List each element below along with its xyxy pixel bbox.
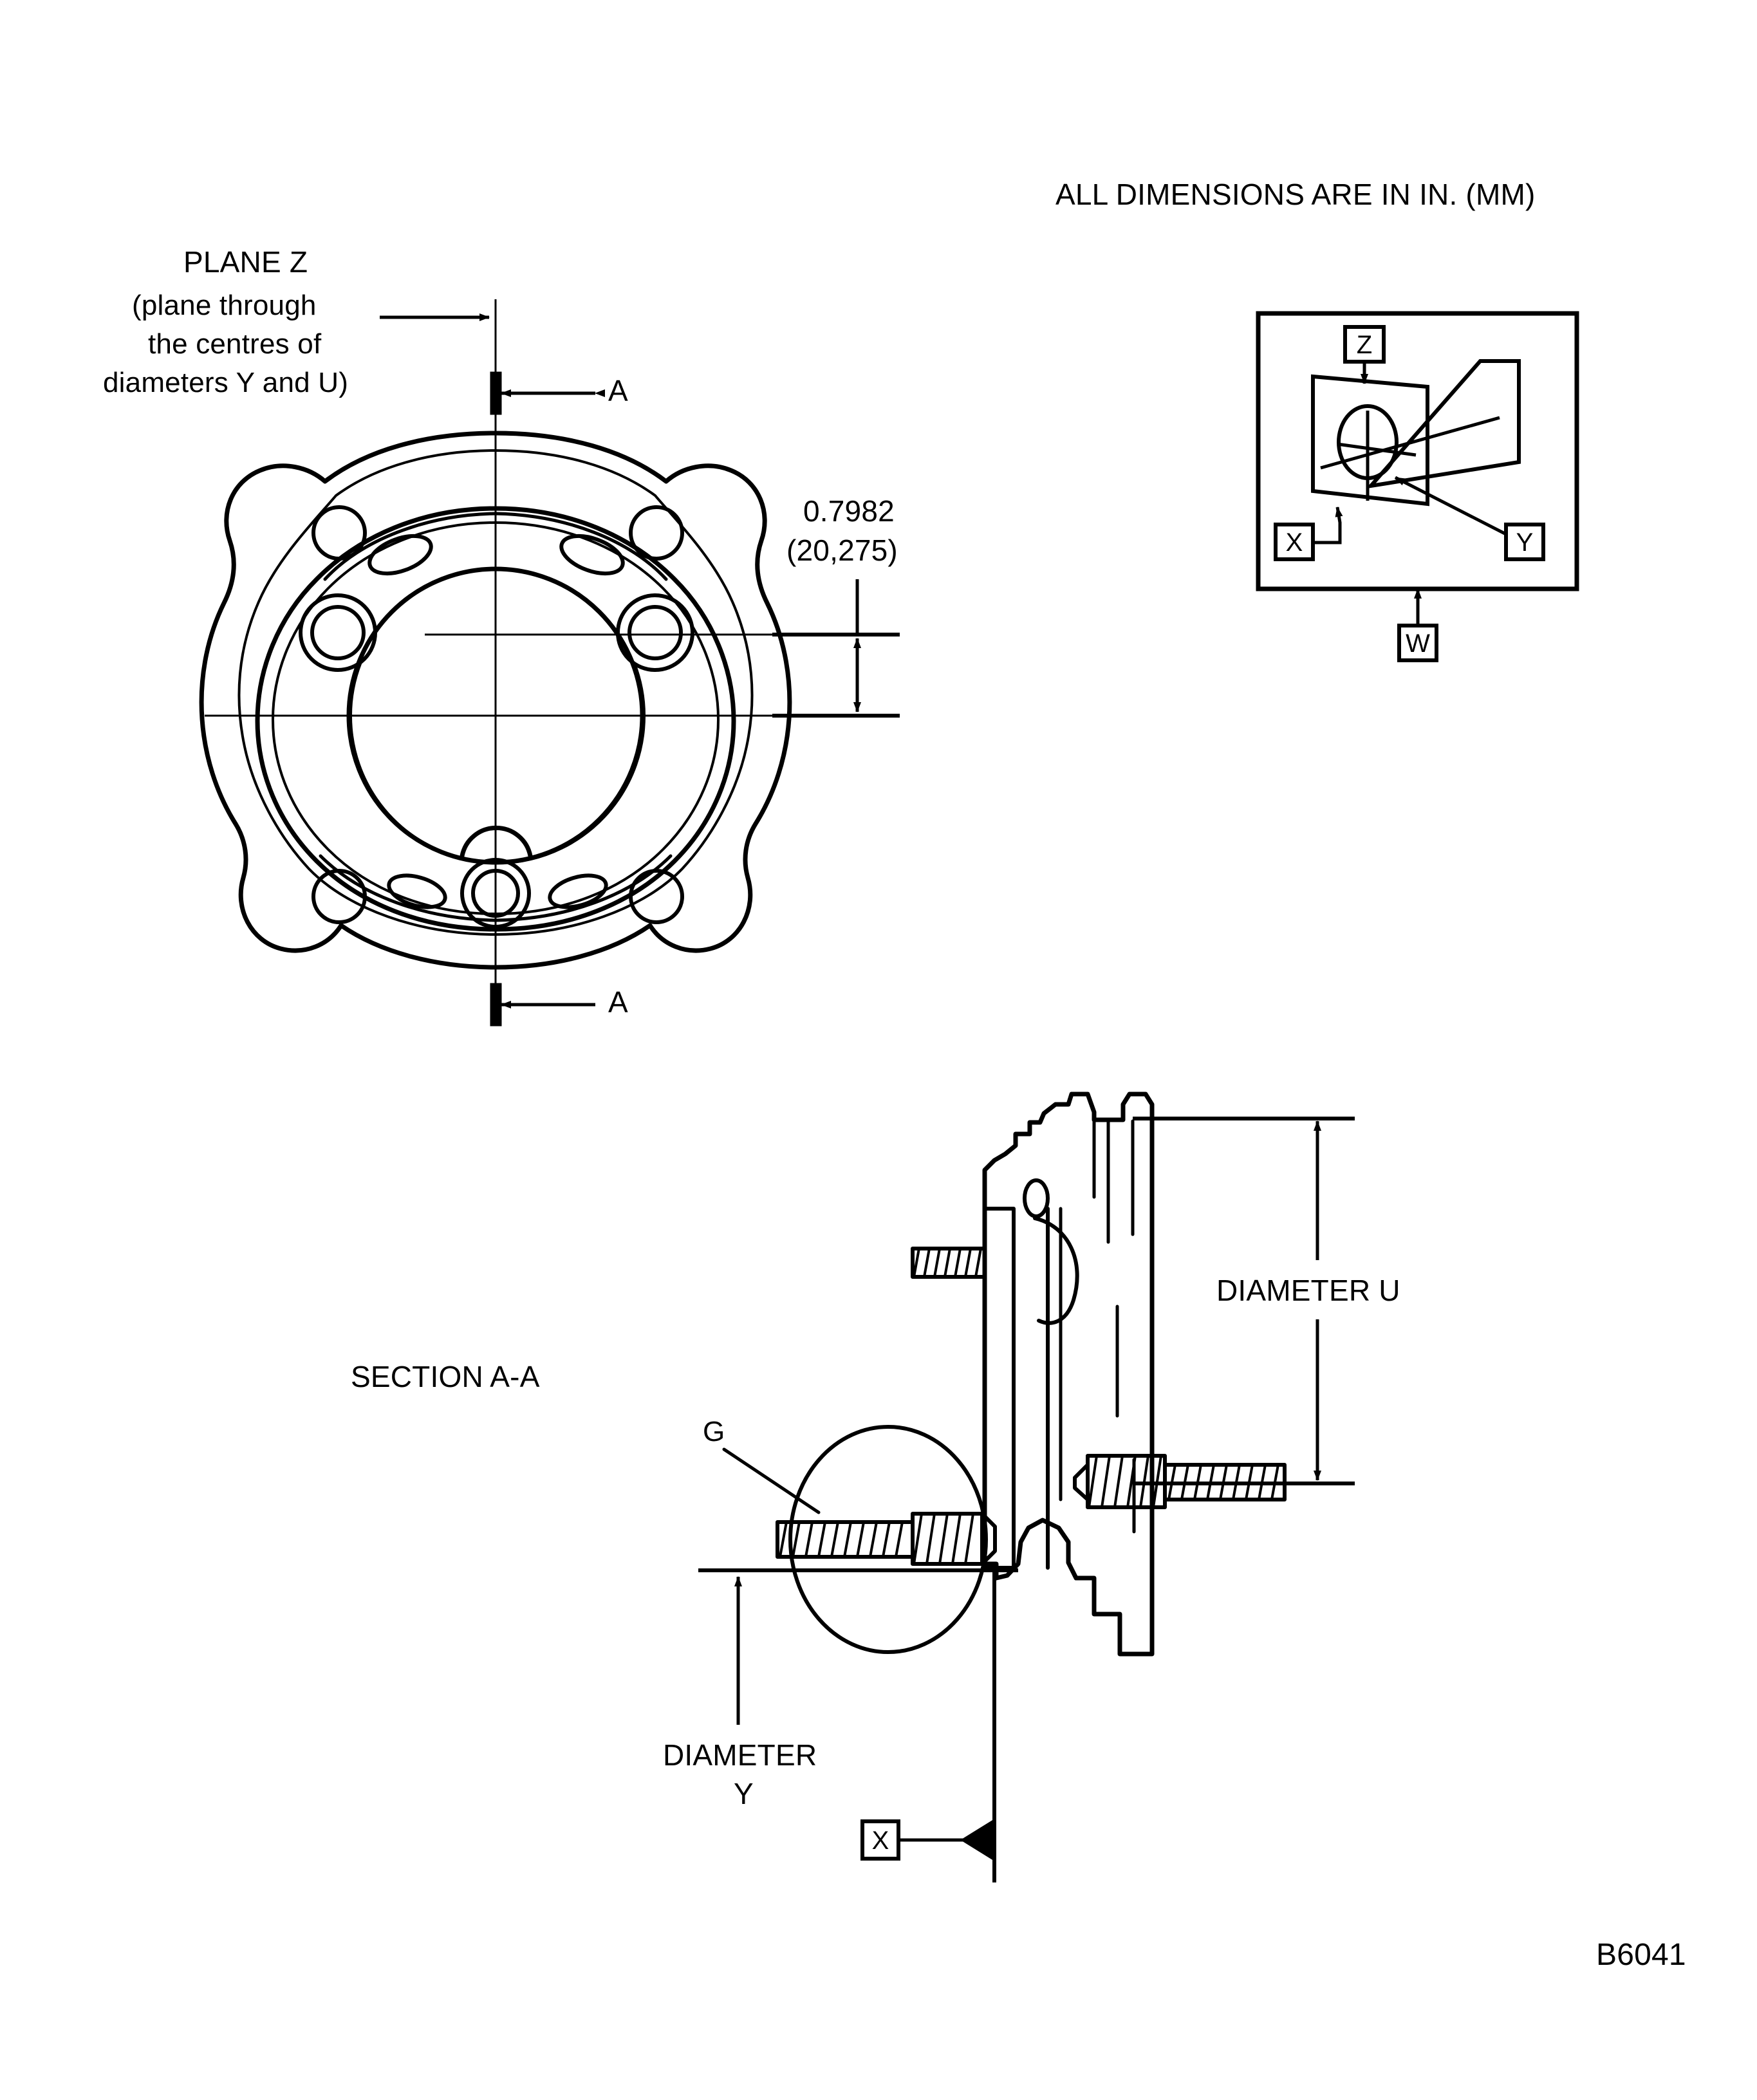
section-datum-x: X [860, 1564, 996, 1882]
corner-bolt-hole-br [629, 869, 684, 924]
section-upper-boss [1023, 1178, 1050, 1218]
section-stub-top [490, 371, 502, 415]
offset-dimension-mm: (20,275) [786, 534, 898, 567]
datum-label-z: Z [1357, 331, 1372, 359]
detail-g-leader [722, 1447, 821, 1514]
dimensions-note: ALL DIMENSIONS ARE IN IN. (MM) [1055, 178, 1536, 211]
datum-leader-y [1394, 476, 1507, 536]
datum-reference-diagram: Z X Y W [1256, 311, 1579, 662]
datum-x-triangle [960, 1818, 996, 1862]
boss-bottom [460, 858, 531, 929]
diameter-y-dimension [698, 1568, 1018, 1725]
plane-z-line3: the centres of [148, 328, 322, 360]
drawing-code: B6041 [1596, 1938, 1686, 1972]
oval-slot-top-left [367, 534, 433, 576]
flange-outer-outline [199, 431, 792, 970]
oval-slot-top-right [559, 534, 625, 576]
datum-box-x [1274, 523, 1315, 561]
section-lower-left-stud [776, 1512, 997, 1566]
datum-box-y [1504, 523, 1545, 561]
boss-right [616, 593, 694, 672]
thread-hatch-upper [913, 1247, 982, 1278]
detail-circle-g [788, 1425, 988, 1654]
boss-left [299, 593, 377, 672]
datum-axis-horizontal [1337, 442, 1417, 457]
plane-z-title: PLANE Z [183, 245, 308, 279]
detail-callout-g: G [703, 1416, 725, 1447]
web-contour-lower [319, 854, 673, 922]
bore-bottom-notch [460, 825, 533, 859]
datum-box-w [1397, 624, 1438, 662]
hub-ring-outer [255, 506, 736, 932]
section-a-a-view [722, 1092, 1287, 1657]
datum-label-y: Y [1516, 528, 1534, 557]
section-marker-label-bottom: A [608, 985, 628, 1019]
diameter-u-dimension [1133, 1117, 1355, 1485]
offset-dimension-inches: 0.7982 [803, 494, 895, 528]
section-upper-stud [911, 1247, 987, 1279]
thread-hatch-lower-left [779, 1512, 974, 1565]
datum-axis-diagonal [1320, 416, 1500, 470]
oval-slot-bottom-right [548, 873, 608, 909]
diameter-y-label-line1: DIAMETER [663, 1738, 817, 1772]
datum-label-w: W [1406, 629, 1430, 658]
datum-leader-x [1313, 506, 1343, 544]
flange-outer-inner-edge [237, 449, 754, 936]
stud-head-lower-right [1073, 1463, 1090, 1501]
corner-bolt-hole-tr [629, 505, 684, 561]
offset-dimension [772, 579, 900, 718]
corner-bolt-hole-tl [311, 505, 367, 561]
section-title: SECTION A-A [351, 1360, 540, 1393]
section-stub-bottom [490, 983, 502, 1027]
datum-box-z [1343, 325, 1386, 364]
section-cut-marks [490, 371, 605, 1027]
datum-plane-front [1311, 374, 1429, 506]
datum-plane-rear [1366, 359, 1521, 489]
oval-slot-bottom-left [387, 873, 447, 909]
section-flange-plate [983, 1207, 1016, 1570]
stud-head-lower-left [980, 1512, 997, 1566]
plane-z-line2: (plane through [132, 290, 317, 321]
front-view-flange [199, 431, 792, 970]
section-marker-label-top: A [608, 374, 628, 407]
web-contour-upper [323, 512, 668, 581]
diameter-y-label-line2: Y [734, 1777, 754, 1810]
section-body-outline [982, 1092, 1155, 1657]
diameter-u-label: DIAMETER U [1216, 1274, 1400, 1307]
plane-z-line4: diameters Y and U) [103, 367, 349, 398]
bore-machined-lip [349, 661, 646, 865]
section-datum-label-x: X [872, 1826, 889, 1855]
section-upper-boss-web [1033, 1216, 1079, 1325]
section-datum-box-x [860, 1819, 900, 1861]
datum-label-x: X [1286, 528, 1303, 557]
